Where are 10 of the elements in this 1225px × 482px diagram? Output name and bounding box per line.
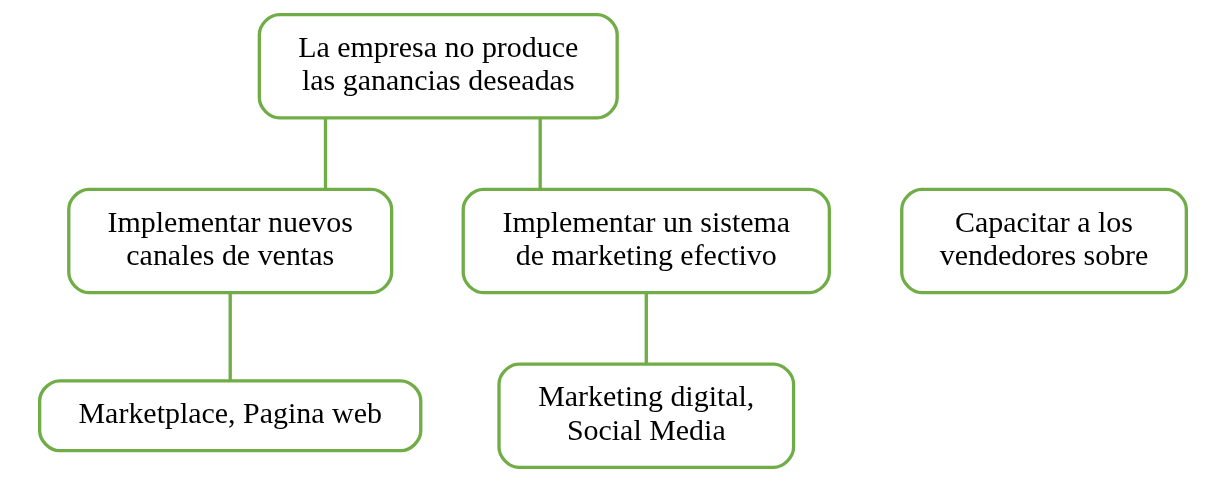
connector <box>538 118 542 189</box>
connector <box>228 292 232 381</box>
node-box: Marketplace, Pagina web <box>37 379 422 453</box>
node-box: Marketing digital, Social Media <box>496 362 795 469</box>
connector <box>644 292 648 364</box>
node-box: Capacitar a los vendedores sobre <box>899 187 1188 295</box>
node-box: Implementar nuevos canales de ventas <box>66 187 393 295</box>
node-box: Implementar un sistema de marketing efectivo <box>461 187 831 295</box>
connector <box>323 118 327 189</box>
node-box: La empresa no produce las ganancias deseadas <box>257 13 619 120</box>
